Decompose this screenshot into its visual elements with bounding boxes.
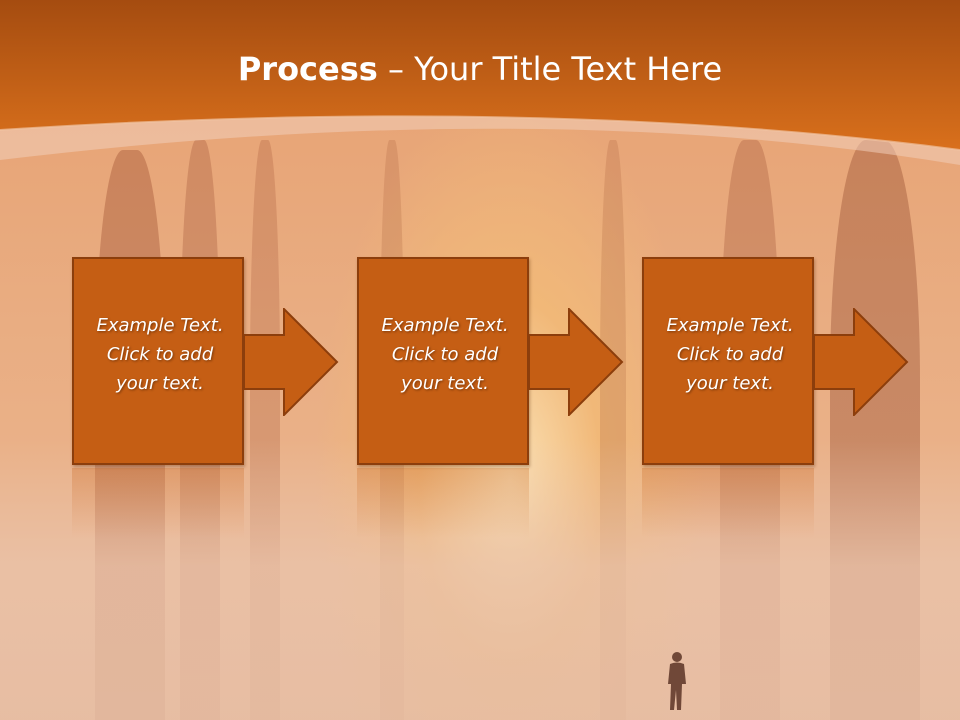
step-text-line: Example Text. bbox=[381, 315, 509, 336]
title-rest: – Your Title Text Here bbox=[377, 50, 723, 88]
step-text-line: Click to add bbox=[106, 344, 214, 365]
step-text-line: your text. bbox=[116, 373, 204, 394]
right-arrow-icon bbox=[244, 308, 339, 416]
step-text: Example Text. Click to add your text. bbox=[650, 311, 810, 398]
title-bold: Process bbox=[237, 50, 378, 88]
step-text-line: Example Text. bbox=[96, 315, 224, 336]
step-reflection bbox=[642, 468, 814, 538]
header-band bbox=[0, 0, 960, 165]
process-step-1[interactable]: Example Text. Click to add your text. bbox=[72, 257, 244, 465]
process-step-3[interactable]: Example Text. Click to add your text. bbox=[642, 257, 814, 465]
step-text-line: your text. bbox=[401, 373, 489, 394]
step-text-line: Example Text. bbox=[666, 315, 794, 336]
right-arrow-icon bbox=[529, 308, 624, 416]
step-text-line: Click to add bbox=[391, 344, 499, 365]
step-reflection bbox=[72, 468, 244, 538]
step-text-line: your text. bbox=[686, 373, 774, 394]
fog-overlay bbox=[0, 440, 960, 720]
slide-title[interactable]: Process – Your Title Text Here bbox=[0, 50, 960, 88]
process-step-2[interactable]: Example Text. Click to add your text. bbox=[357, 257, 529, 465]
step-text: Example Text. Click to add your text. bbox=[365, 311, 525, 398]
step-text-line: Click to add bbox=[676, 344, 784, 365]
step-text: Example Text. Click to add your text. bbox=[80, 311, 240, 398]
right-arrow-icon bbox=[814, 308, 909, 416]
step-reflection bbox=[357, 468, 529, 538]
walking-person-silhouette bbox=[668, 652, 686, 710]
